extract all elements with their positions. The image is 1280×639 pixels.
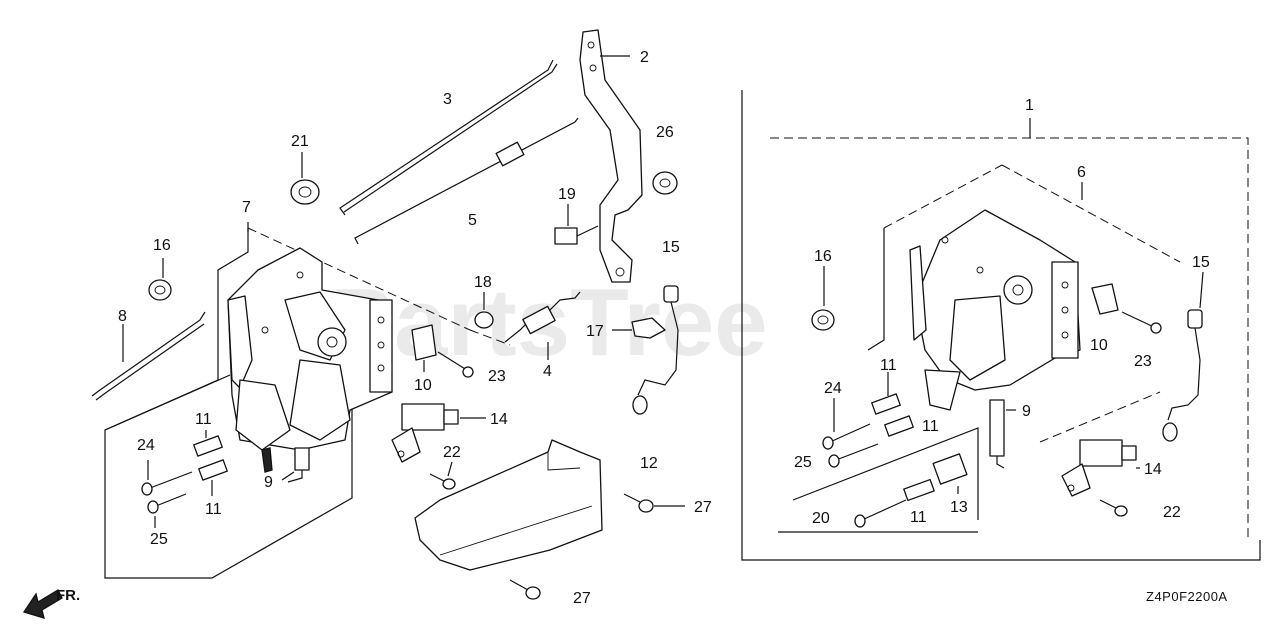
callout-23-right: 23 — [1134, 353, 1152, 370]
ground-wire-left — [632, 285, 679, 415]
callout-10-left: 10 — [414, 377, 432, 394]
callout-27-right: 27 — [694, 499, 712, 516]
callout-9-left: 9 — [264, 474, 273, 491]
callout-10-right: 10 — [1090, 337, 1108, 354]
callout-24-left: 24 — [137, 437, 155, 454]
callout-13: 13 — [950, 499, 968, 516]
callout-24-right: 24 — [824, 380, 842, 397]
callout-12: 12 — [640, 455, 658, 472]
cable-clamp — [290, 179, 320, 205]
switch-14-left — [391, 403, 459, 463]
callout-11-c: 11 — [880, 357, 897, 374]
callout-25-right: 25 — [794, 454, 812, 471]
callout-11-d: 11 — [922, 418, 939, 435]
spring-9-left — [287, 447, 310, 483]
leader-lines-left — [122, 55, 632, 528]
callout-15-left: 15 — [662, 239, 680, 256]
grommet — [652, 171, 678, 195]
callout-11-b: 11 — [205, 501, 222, 518]
callout-6: 6 — [1077, 164, 1086, 181]
springs-11-right — [871, 393, 935, 502]
return-spring — [504, 291, 581, 343]
callout-27-bottom: 27 — [573, 590, 591, 607]
control-rod-long — [339, 59, 558, 216]
callout-14-right: 14 — [1144, 461, 1162, 478]
sleeve-13 — [932, 453, 968, 485]
callout-21: 21 — [291, 133, 309, 150]
callout-11-a: 11 — [195, 411, 212, 428]
choke-rod — [91, 311, 206, 401]
screw-27-right — [623, 493, 685, 513]
bracket-arm — [579, 29, 643, 283]
callout-14-left: 14 — [490, 411, 508, 428]
leader-lines-right — [823, 266, 1204, 494]
callout-9-right: 9 — [1022, 403, 1031, 420]
screw-18 — [474, 311, 494, 329]
callout-18: 18 — [474, 274, 492, 291]
callout-11-e: 11 — [910, 509, 927, 526]
screw-27-bottom — [509, 579, 541, 600]
callout-15-right: 15 — [1192, 254, 1210, 271]
bolts-right — [822, 423, 907, 528]
plate-10-right — [1091, 283, 1162, 334]
callout-5: 5 — [468, 212, 477, 229]
bolt-19 — [554, 225, 599, 245]
callout-labels: 1 2 3 4 5 6 7 8 9 9 10 10 11 11 11 11 11… — [118, 49, 1210, 607]
springs-11-left — [193, 435, 228, 481]
callout-17: 17 — [586, 323, 604, 340]
callout-4: 4 — [543, 363, 552, 380]
front-label: FR. — [56, 587, 80, 604]
callout-16-left: 16 — [153, 237, 171, 254]
callout-23-left: 23 — [488, 368, 506, 385]
spring-9-right — [989, 399, 1005, 469]
callout-16-right: 16 — [814, 248, 832, 265]
callout-20: 20 — [812, 510, 830, 527]
callout-3: 3 — [443, 91, 452, 108]
clamp-17 — [631, 317, 666, 339]
callout-22-right: 22 — [1163, 504, 1181, 521]
callout-8: 8 — [118, 308, 127, 325]
right-assembly-box — [741, 90, 1261, 561]
clip-right — [811, 309, 835, 331]
diagram-code: Z4P0F2200A — [1146, 589, 1228, 604]
callout-25-left: 25 — [150, 531, 168, 548]
governor-rod — [354, 117, 579, 245]
screw-22-right — [1099, 499, 1128, 517]
control-assembly-right — [909, 209, 1081, 411]
plate-10-left — [411, 324, 474, 378]
switch-14-right — [1061, 439, 1137, 497]
cover-12 — [414, 439, 603, 571]
ground-wire-right — [1162, 309, 1203, 442]
callout-26: 26 — [656, 124, 674, 141]
clip-left — [148, 279, 172, 301]
callout-19: 19 — [558, 186, 576, 203]
callout-7: 7 — [242, 199, 251, 216]
screw-22-left — [429, 473, 456, 490]
left-assembly-outline — [104, 227, 511, 579]
callout-1: 1 — [1025, 97, 1034, 114]
callout-2: 2 — [640, 49, 649, 66]
bolts-24-25-left — [141, 471, 193, 514]
callout-22-left: 22 — [443, 444, 461, 461]
control-base-assembly — [227, 247, 393, 473]
front-direction-indicator: FR. — [22, 587, 80, 619]
front-arrow-icon — [22, 589, 63, 619]
